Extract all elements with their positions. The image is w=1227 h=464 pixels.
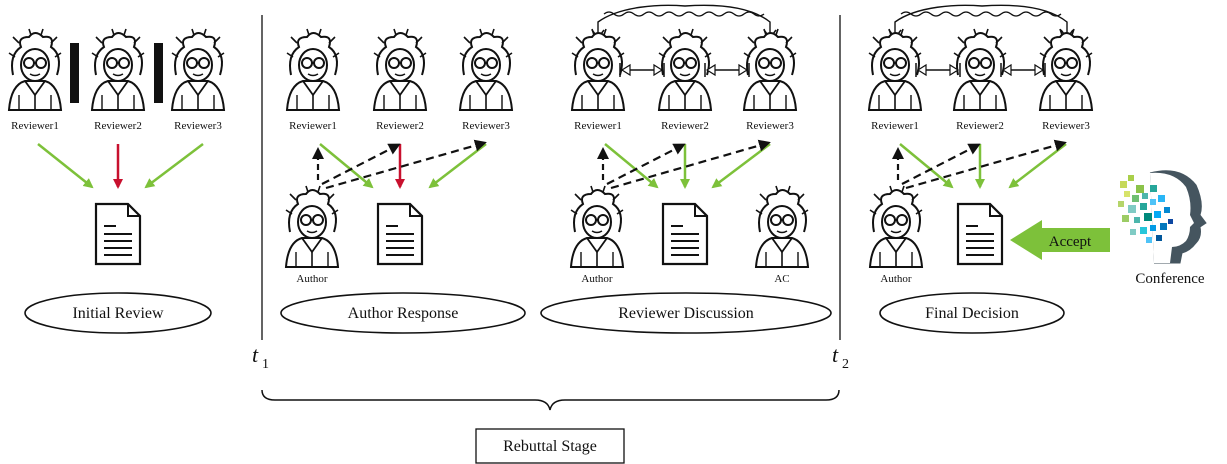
panel-final-decision: Reviewer1 Reviewer2 Reviewer3 Author Acc… bbox=[868, 4, 1207, 334]
reviewer-label: Reviewer2 bbox=[94, 120, 142, 132]
reviewer1-icon bbox=[286, 28, 340, 111]
t1-base: t bbox=[252, 342, 259, 367]
rebuttal-brace bbox=[261, 389, 840, 411]
author-icon bbox=[869, 185, 923, 268]
stage-label: Final Decision bbox=[925, 305, 1019, 322]
review-arrow-positive bbox=[144, 143, 204, 189]
author-label: Author bbox=[880, 273, 912, 285]
discussion-wave bbox=[603, 11, 765, 17]
paper-document-icon bbox=[376, 202, 424, 266]
discussion-double-arrow-icon bbox=[915, 62, 961, 78]
reviewer-label: Reviewer3 bbox=[174, 120, 222, 132]
author-icon bbox=[285, 185, 339, 268]
t1-subscript: 1 bbox=[262, 357, 269, 372]
discussion-wave bbox=[900, 11, 1062, 17]
reviewer-label: Reviewer1 bbox=[574, 120, 622, 132]
paper-document-icon bbox=[661, 202, 709, 266]
author-rebuttal-arrow bbox=[905, 139, 1067, 190]
review-arrow-positive bbox=[37, 143, 94, 189]
paper-document-icon bbox=[94, 202, 142, 266]
t2-subscript: 2 bbox=[842, 357, 849, 372]
accept-label: Accept bbox=[1049, 234, 1092, 250]
t2-base: t bbox=[832, 342, 839, 367]
timeline-t2: t 2 bbox=[832, 342, 849, 372]
conference-label: Conference bbox=[1135, 271, 1204, 287]
reviewer1-icon bbox=[8, 28, 62, 111]
reviewer-label: Reviewer2 bbox=[956, 120, 1004, 132]
accept-arrow: Accept bbox=[1010, 220, 1110, 260]
reviewer-label: Reviewer3 bbox=[1042, 120, 1090, 132]
reviewer2-icon bbox=[373, 28, 427, 111]
reviewer2-icon bbox=[91, 28, 145, 111]
stage-ellipse bbox=[879, 292, 1065, 334]
author-rebuttal-arrow bbox=[325, 139, 487, 190]
reviewer-label: Reviewer1 bbox=[871, 120, 919, 132]
reviewer3-icon bbox=[459, 28, 513, 111]
panel-author-response: Reviewer1 Reviewer2 Reviewer3 Author Aut… bbox=[280, 28, 526, 334]
reviewer2-icon bbox=[658, 28, 712, 111]
author-rebuttal-arrow bbox=[610, 139, 771, 190]
stage-label: Author Response bbox=[348, 305, 459, 322]
review-arrow-positive bbox=[604, 143, 659, 189]
reviewer3-icon bbox=[171, 28, 225, 111]
review-arrow-positive bbox=[319, 143, 374, 189]
author-rebuttal-arrow bbox=[901, 143, 981, 185]
reviewer2-icon bbox=[953, 28, 1007, 111]
area-chair-icon bbox=[755, 185, 809, 268]
reviewer-label: Reviewer2 bbox=[661, 120, 709, 132]
reviewer3-icon bbox=[743, 28, 797, 111]
discussion-double-arrow-icon bbox=[704, 62, 750, 78]
author-icon bbox=[570, 185, 624, 268]
stage-ellipse bbox=[24, 292, 212, 334]
stage-label: Reviewer Discussion bbox=[618, 305, 754, 322]
stage-ellipse bbox=[540, 292, 832, 334]
reviewer1-icon bbox=[571, 28, 625, 111]
reviewer1-icon bbox=[868, 28, 922, 111]
author-label: Author bbox=[296, 273, 328, 285]
discussion-double-arrow-icon bbox=[1000, 62, 1046, 78]
panel-initial-review: Reviewer1 Reviewer2 Reviewer3 Initial Re… bbox=[8, 28, 225, 334]
reviewer-label: Reviewer3 bbox=[462, 120, 510, 132]
reviewer-label: Reviewer1 bbox=[289, 120, 337, 132]
rebuttal-stage-box bbox=[475, 428, 625, 464]
author-label: Author bbox=[581, 273, 613, 285]
blind-separator bbox=[154, 43, 163, 103]
stage-ellipse bbox=[280, 292, 526, 334]
author-rebuttal-arrow bbox=[321, 143, 401, 185]
discussion-link bbox=[894, 4, 1068, 33]
panel-reviewer-discussion: Reviewer1 Reviewer2 Reviewer3 Author AC … bbox=[540, 4, 832, 334]
reviewer3-icon bbox=[1039, 28, 1093, 111]
reviewer-label: Reviewer1 bbox=[11, 120, 59, 132]
paper-document-icon bbox=[956, 202, 1004, 266]
ac-label: AC bbox=[774, 273, 789, 285]
discussion-link bbox=[597, 4, 771, 33]
discussion-double-arrow-icon bbox=[619, 62, 665, 78]
rebuttal-stage-label: Rebuttal Stage bbox=[503, 438, 597, 455]
reviewer-label: Reviewer2 bbox=[376, 120, 424, 132]
blind-separator bbox=[70, 43, 79, 103]
review-arrow-positive bbox=[899, 143, 954, 189]
timeline-t1: t 1 bbox=[252, 342, 269, 372]
reviewer-label: Reviewer3 bbox=[746, 120, 794, 132]
author-rebuttal-arrow bbox=[606, 143, 686, 185]
conference-logo-icon bbox=[1118, 170, 1207, 264]
stage-label: Initial Review bbox=[72, 305, 164, 322]
